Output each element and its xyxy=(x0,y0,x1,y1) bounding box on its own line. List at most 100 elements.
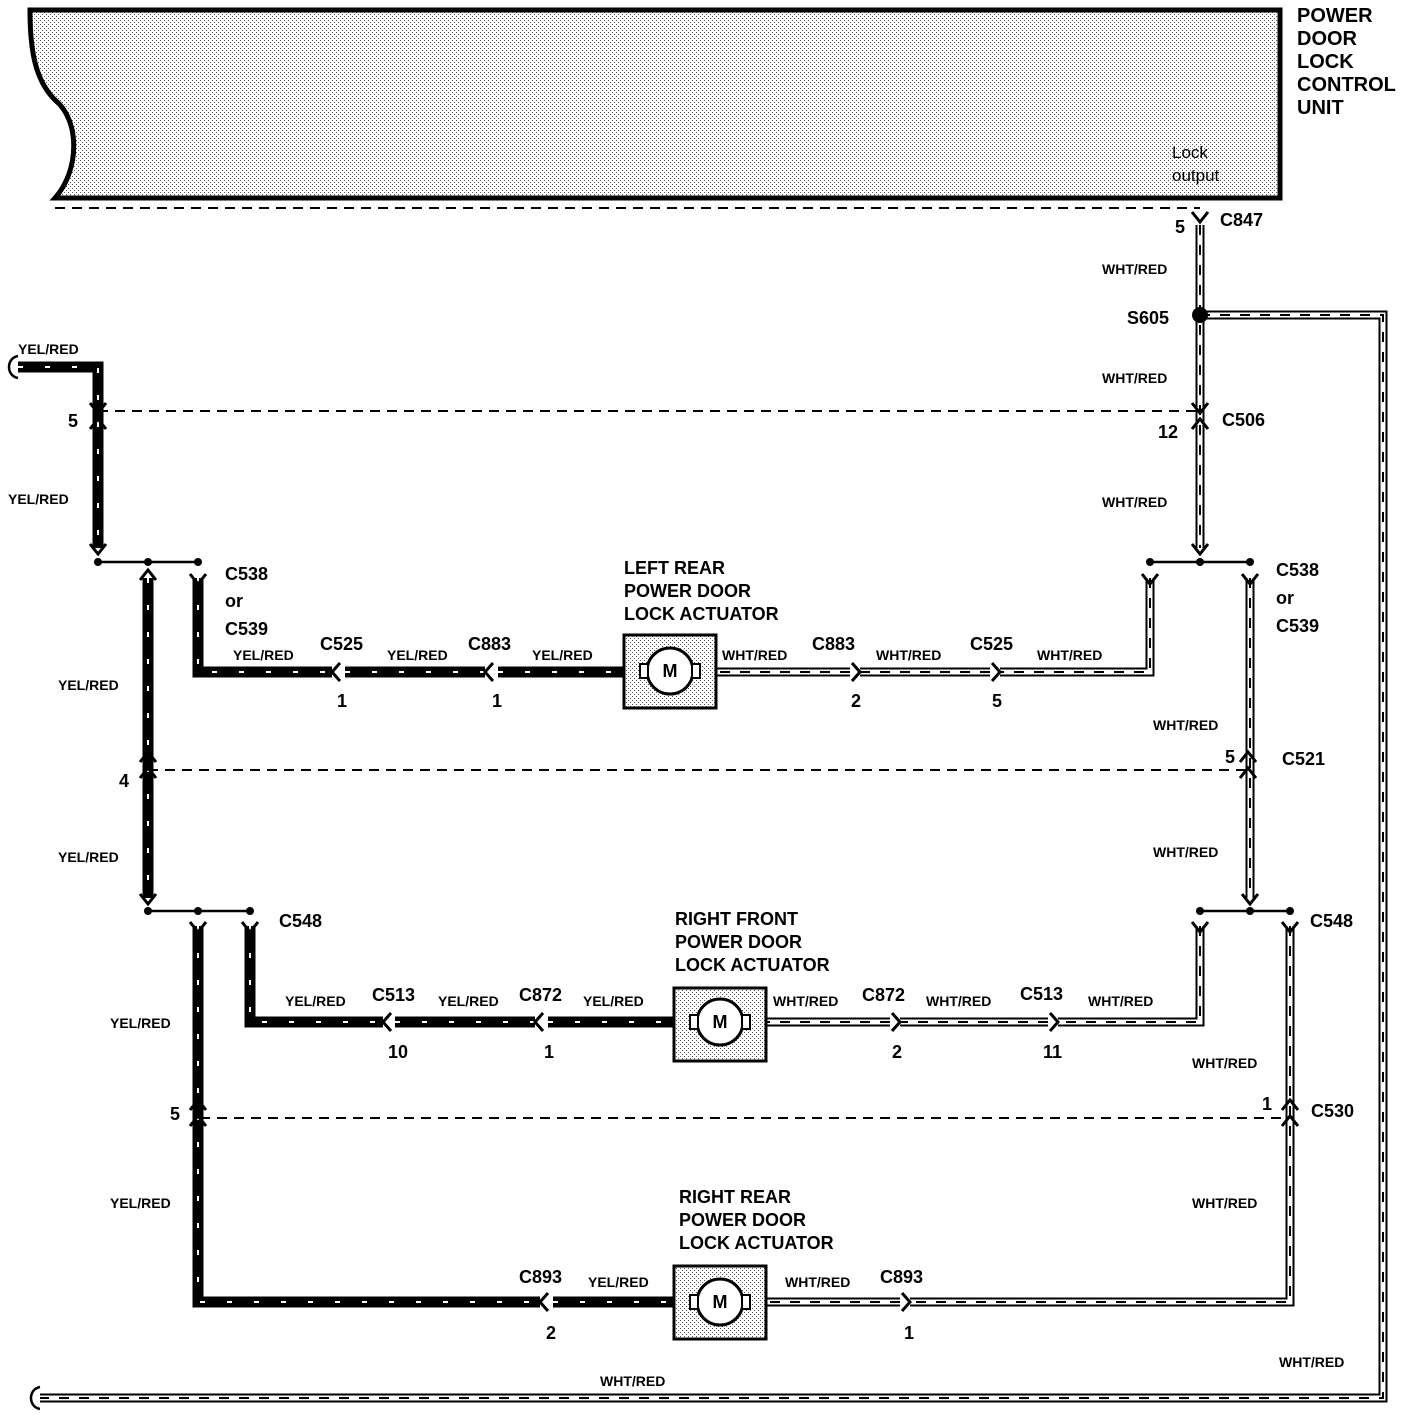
right-rear-motor-symbol: M xyxy=(713,1292,728,1312)
lock-output-label-line-1: Lock xyxy=(1172,143,1208,162)
wire-label-yel-red-lr-3: YEL/RED xyxy=(532,647,593,663)
left-rear-actuator-title-1: LEFT REAR xyxy=(624,558,725,578)
c513-right-label: C513 xyxy=(1020,984,1063,1004)
c513-left-label: C513 xyxy=(372,985,415,1005)
c883-left-label: C883 xyxy=(468,634,511,654)
wire-label-yel-red-c538-lower: YEL/RED xyxy=(58,849,119,865)
yel-red-continuation-hook xyxy=(7,354,19,380)
c538-left-label-1: C538 xyxy=(225,564,268,584)
wire-label-yel-red-c530-lower: YEL/RED xyxy=(110,1195,171,1211)
wire-label-yel-red-c538-upper: YEL/RED xyxy=(58,677,119,693)
c525-right-label: C525 xyxy=(970,634,1013,654)
right-front-actuator-symbol xyxy=(672,986,768,1063)
left-rear-actuator-title-3: LOCK ACTUATOR xyxy=(624,604,779,624)
right-rear-actuator-title-1: RIGHT REAR xyxy=(679,1187,791,1207)
yel-red-circuit xyxy=(18,361,675,1308)
connector-symbols xyxy=(88,211,1300,1312)
c872-left-pin: 1 xyxy=(544,1042,554,1062)
c893-right-pin: 1 xyxy=(904,1323,914,1343)
wire-label-wht-red-lr-3: WHT/RED xyxy=(1037,647,1102,663)
c525-right-pin: 5 xyxy=(992,691,1002,711)
wire-label-wht-red-c548-right: WHT/RED xyxy=(1192,1055,1257,1071)
c872-left-label: C872 xyxy=(519,985,562,1005)
c530-pin-left: 5 xyxy=(170,1104,180,1124)
c525-left-label: C525 xyxy=(320,634,363,654)
wire-label-wht-red-s605: WHT/RED xyxy=(1102,370,1167,386)
wire-label-wht-red-c847: WHT/RED xyxy=(1102,261,1167,277)
control-unit-title-line-1: POWER xyxy=(1297,5,1373,27)
c538-right-label-2: or xyxy=(1276,588,1294,608)
c530-pin-right: 1 xyxy=(1262,1094,1272,1114)
c513-right-pin: 11 xyxy=(1043,1042,1062,1062)
right-front-actuator-title-1: RIGHT FRONT xyxy=(675,909,798,929)
control-unit-title-line-3: LOCK xyxy=(1297,51,1354,73)
wht-red-circuit xyxy=(40,225,1388,1403)
wire-label-yel-red-lr-2: YEL/RED xyxy=(387,647,448,663)
c893-right-label: C893 xyxy=(880,1267,923,1287)
c893-left-pin: 2 xyxy=(546,1323,556,1343)
c521-pin-left: 4 xyxy=(119,771,129,791)
wire-label-yel-red-rr: YEL/RED xyxy=(588,1274,649,1290)
wire-label-wht-red-loop-bottom: WHT/RED xyxy=(600,1373,665,1389)
c548-right-label: C548 xyxy=(1310,911,1353,931)
wire-label-yel-red-rf-1: YEL/RED xyxy=(285,993,346,1009)
wht-red-continuation-hook xyxy=(29,1385,41,1411)
c521-label: C521 xyxy=(1282,749,1325,769)
wire-label-wht-red-c530-right: WHT/RED xyxy=(1192,1195,1257,1211)
c506-pin-right: 12 xyxy=(1158,422,1178,442)
left-rear-motor-symbol: M xyxy=(663,661,678,681)
wire-label-wht-red-rr: WHT/RED xyxy=(785,1274,850,1290)
right-front-actuator-title-3: LOCK ACTUATOR xyxy=(675,955,830,975)
power-door-lock-control-unit xyxy=(27,7,1283,201)
s605-splice-dot xyxy=(1192,307,1208,323)
wire-label-yel-red-c548-upper: YEL/RED xyxy=(110,1015,171,1031)
c538-right-label-1: C538 xyxy=(1276,560,1319,580)
c513-left-pin: 10 xyxy=(388,1042,408,1062)
wire-label-wht-red-loop-right: WHT/RED xyxy=(1279,1354,1344,1370)
lock-output-label-line-2: output xyxy=(1172,166,1220,185)
control-unit-title-line-5: UNIT xyxy=(1297,97,1344,119)
wire-label-wht-red-rf-3: WHT/RED xyxy=(1088,993,1153,1009)
left-rear-actuator-symbol xyxy=(622,633,718,710)
c847-pin: 5 xyxy=(1175,217,1185,237)
c506-label: C506 xyxy=(1222,410,1265,430)
c893-left-label: C893 xyxy=(519,1267,562,1287)
wire-label-yel-red-rf-3: YEL/RED xyxy=(583,993,644,1009)
wire-label-wht-red-c538-right: WHT/RED xyxy=(1153,717,1218,733)
c521-pin-right: 5 xyxy=(1225,747,1235,767)
c872-right-pin: 2 xyxy=(892,1042,902,1062)
c525-left-pin: 1 xyxy=(337,691,347,711)
c883-right-pin: 2 xyxy=(851,691,861,711)
c883-left-pin: 1 xyxy=(492,691,502,711)
right-front-motor-symbol: M xyxy=(713,1012,728,1032)
wire-label-wht-red-rf-1: WHT/RED xyxy=(773,993,838,1009)
c872-right-label: C872 xyxy=(862,985,905,1005)
wire-label-yel-red-lr-1: YEL/RED xyxy=(233,647,294,663)
wire-label-yel-red-left-upper: YEL/RED xyxy=(8,491,69,507)
right-rear-actuator-symbol xyxy=(672,1264,768,1341)
wire-label-wht-red-c521-right: WHT/RED xyxy=(1153,844,1218,860)
right-rear-actuator-title-2: POWER DOOR xyxy=(679,1210,806,1230)
right-front-actuator-title-2: POWER DOOR xyxy=(675,932,802,952)
right-rear-actuator-title-3: LOCK ACTUATOR xyxy=(679,1233,834,1253)
c548-left-label: C548 xyxy=(279,911,322,931)
c506-pin-left: 5 xyxy=(68,411,78,431)
left-rear-actuator-title-2: POWER DOOR xyxy=(624,581,751,601)
c847-label: C847 xyxy=(1220,210,1263,230)
control-unit-title-line-2: DOOR xyxy=(1297,28,1358,50)
wire-label-wht-red-lr-2: WHT/RED xyxy=(876,647,941,663)
c538-left-label-2: or xyxy=(225,591,243,611)
s605-label: S605 xyxy=(1127,308,1169,328)
control-unit-title-line-4: CONTROL xyxy=(1297,74,1396,96)
wire-label-wht-red-c506: WHT/RED xyxy=(1102,494,1167,510)
wire-label-yel-red-top: YEL/RED xyxy=(18,341,79,357)
c530-label: C530 xyxy=(1311,1101,1354,1121)
wire-label-wht-red-lr-1: WHT/RED xyxy=(722,647,787,663)
connector-headers xyxy=(94,558,1294,915)
c538-left-label-3: C539 xyxy=(225,619,268,639)
c538-right-label-3: C539 xyxy=(1276,616,1319,636)
wire-label-yel-red-rf-2: YEL/RED xyxy=(438,993,499,1009)
c883-right-label: C883 xyxy=(812,634,855,654)
wire-label-wht-red-rf-2: WHT/RED xyxy=(926,993,991,1009)
